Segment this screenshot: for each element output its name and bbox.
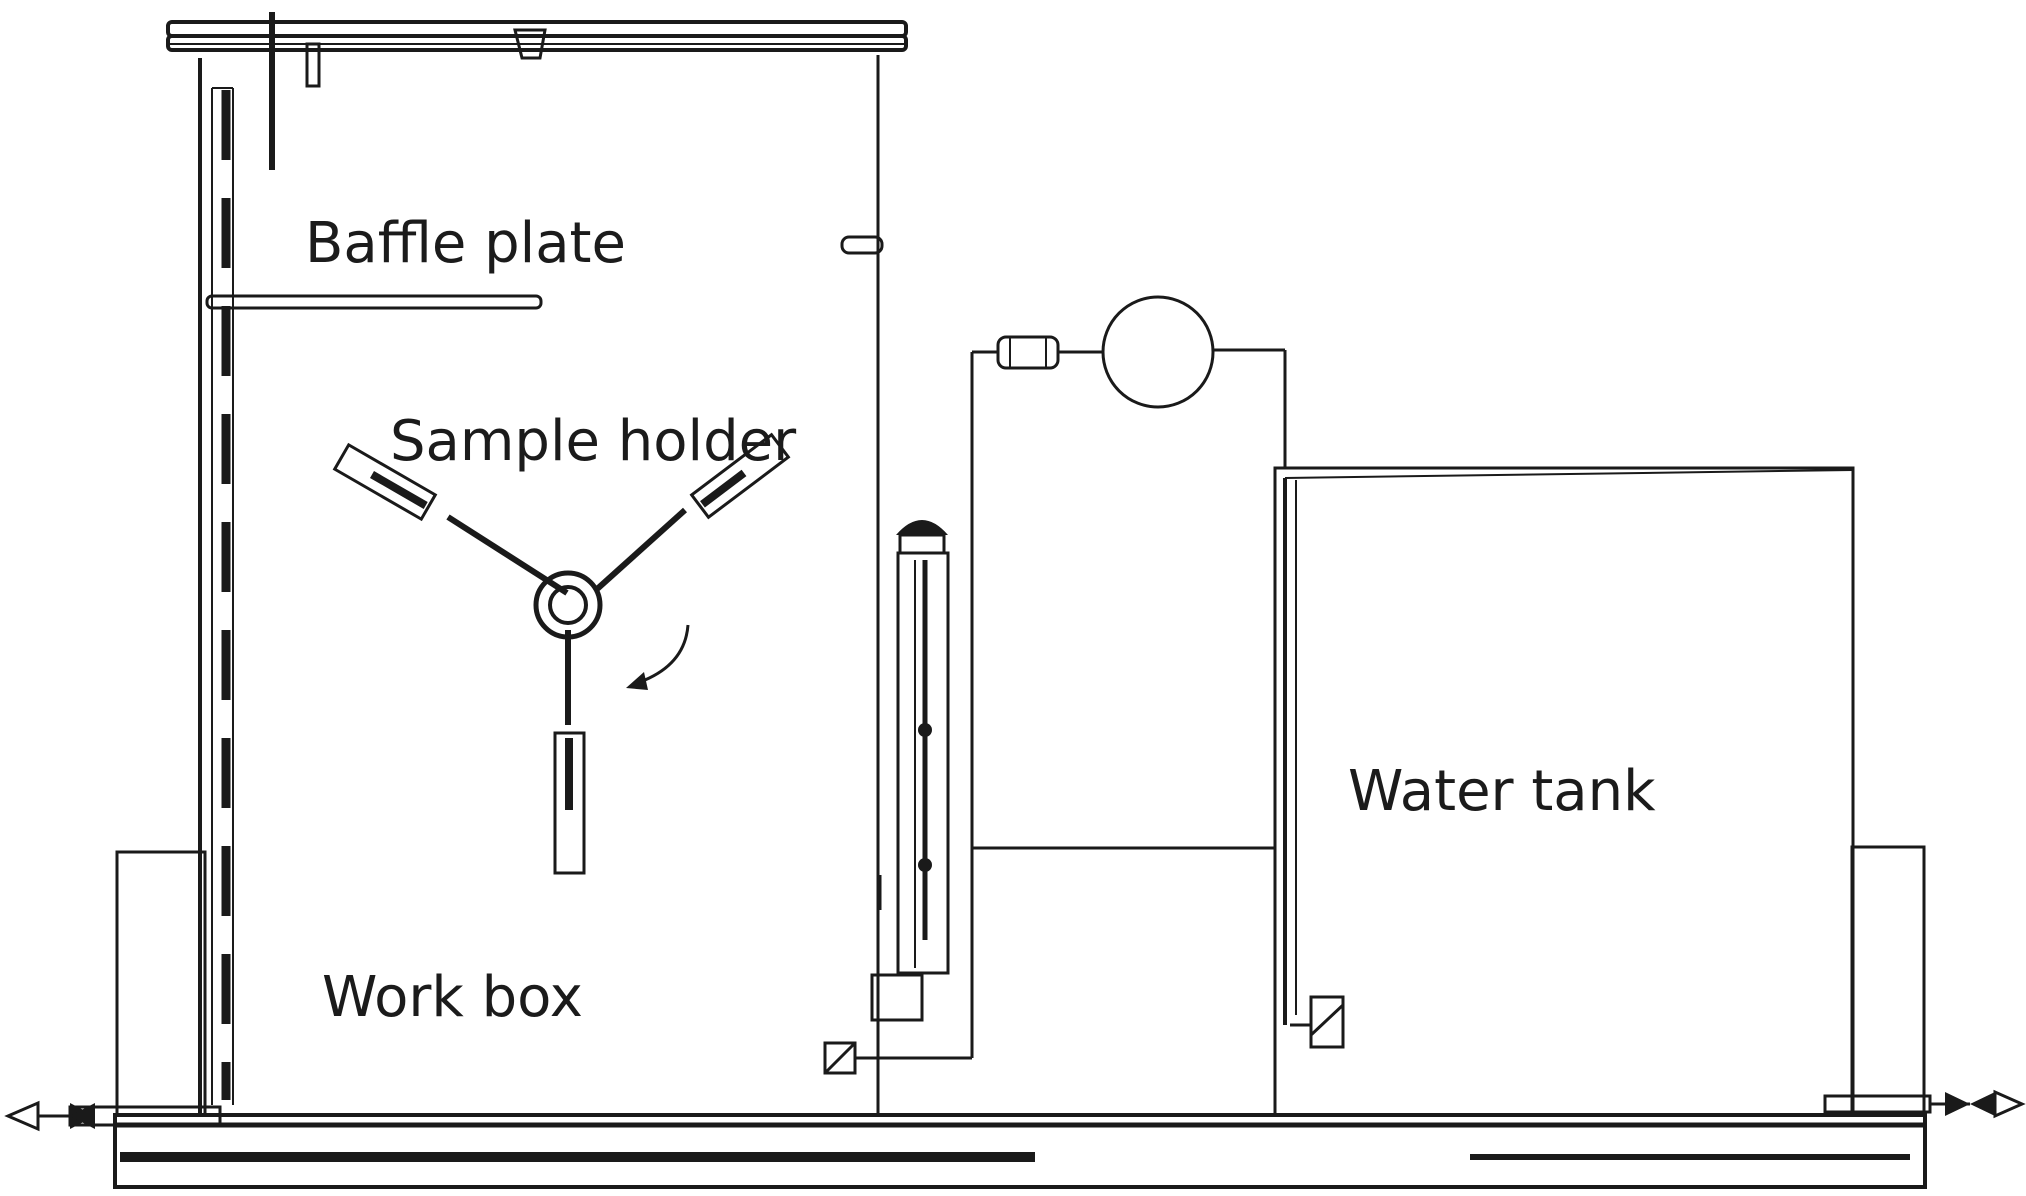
right-foot-block <box>1850 845 1926 1117</box>
work-box-label: Work box <box>322 965 583 1030</box>
left-inlet-fitting <box>4 1100 222 1132</box>
tank-valve <box>1290 995 1345 1049</box>
work-box <box>166 12 908 1115</box>
gauge-tube <box>870 520 950 1022</box>
right-outlet-fitting <box>1823 1089 2026 1119</box>
base-frame <box>113 1113 1927 1189</box>
gauge-valve <box>823 1041 972 1075</box>
left-foot-block <box>115 850 207 1117</box>
baffle-plate-label: Baffle plate <box>305 211 626 276</box>
rotation-arrow <box>626 624 690 690</box>
water-tank <box>1273 466 1855 1117</box>
water-tank-label: Water tank <box>1348 759 1656 824</box>
sample-holder <box>332 432 791 875</box>
sample-holder-label: Sample holder <box>390 409 797 474</box>
baffle-plate <box>205 294 543 310</box>
pump-piping <box>970 295 1287 1058</box>
pump-icon <box>1101 295 1215 409</box>
